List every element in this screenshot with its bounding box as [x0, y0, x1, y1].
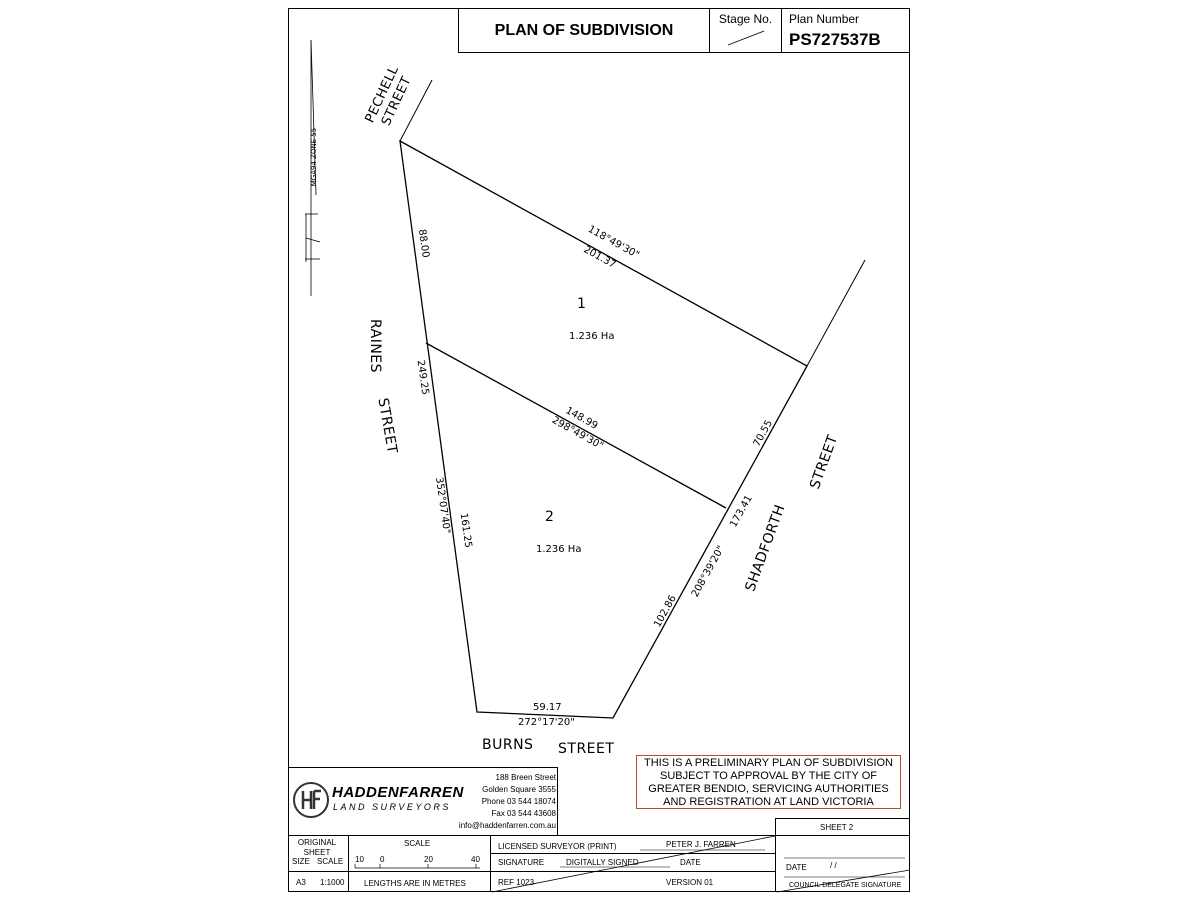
surveyor-name: PETER J. FARREN — [666, 840, 736, 849]
stage-box: Stage No. — [710, 9, 782, 53]
size-label: SIZE — [292, 857, 310, 866]
notice-line-2: SUBJECT TO APPROVAL BY THE CITY OF — [659, 770, 877, 782]
lot-1-number: 1 — [577, 296, 586, 312]
firm-subtitle: LAND SURVEYORS — [333, 802, 451, 812]
date-label: DATE — [680, 858, 701, 867]
stage-slash-icon — [727, 30, 764, 46]
tb-line-sig-bottom — [490, 871, 775, 872]
street-raines-1: RAINES — [367, 318, 384, 374]
plan-title: PLAN OF SUBDIVISION — [458, 9, 710, 53]
tb-line-sig-top — [490, 853, 775, 854]
scale-tick-20: 20 — [424, 855, 433, 864]
tb-line-sheet-top — [775, 818, 910, 819]
lot-division-line — [425, 342, 727, 509]
version-number: VERSION 01 — [666, 878, 714, 887]
firm-phone: Phone 03 544 18074 — [481, 797, 556, 806]
sheet-number: SHEET 2 — [820, 823, 854, 832]
firm-email[interactable]: info@haddenfarren.com.au — [458, 821, 556, 830]
signature-value: DIGITALLY SIGNED — [566, 858, 639, 867]
notice-line-3: GREATER BENDIO, SERVICING AUTHORITIES — [648, 783, 889, 795]
firm-logo-icon — [293, 782, 329, 818]
firm-name: HADDENFARREN — [332, 784, 464, 801]
scale-label: SCALE — [317, 857, 344, 866]
street-burns-1: BURNS — [482, 737, 534, 753]
notice-line-1: THIS IS A PRELIMINARY PLAN OF SUBDIVISIO… — [644, 757, 893, 769]
lot-1-area: 1.236 Ha — [569, 331, 615, 342]
signature-label: SIGNATURE — [498, 858, 545, 867]
grid-zone-label: MGA94 ZONE 55 — [310, 127, 319, 187]
scale-value: 1:1000 — [320, 878, 345, 887]
tb-line-top — [288, 835, 910, 836]
scale-tick-0: 0 — [380, 855, 385, 864]
tb-line-sheet-left — [775, 818, 776, 892]
firm-address-1: 188 Breen Street — [495, 773, 556, 782]
tb-line-v2 — [490, 835, 491, 892]
scale-tick-10: 10 — [355, 855, 364, 864]
surveyor-label: LICENSED SURVEYOR (PRINT) — [498, 842, 617, 851]
stage-label: Stage No. — [718, 12, 773, 26]
plan-number-label: Plan Number — [789, 12, 860, 26]
scale-tick-40: 40 — [471, 855, 480, 864]
plan-number-box: Plan Number PS727537B — [782, 9, 909, 53]
dim-south-length: 59.17 — [533, 702, 562, 713]
shadforth-street-edge — [806, 259, 866, 367]
firm-address-2: Golden Square 3555 — [482, 785, 556, 794]
original-sheet-label: ORIGINAL SHEET — [297, 838, 337, 857]
north-arrow-icon — [305, 39, 321, 296]
notice-line-4: AND REGISTRATION AT LAND VICTORIA — [663, 796, 874, 808]
council-date-blank: / / — [830, 861, 837, 870]
ref-number: REF 1023 — [498, 878, 535, 887]
firm-fax: Fax 03 544 43608 — [491, 809, 557, 818]
council-date-label: DATE — [786, 863, 807, 872]
size-value: A3 — [296, 878, 306, 887]
tb-line-h1 — [288, 871, 490, 872]
lot-2-area: 1.236 Ha — [536, 544, 582, 555]
dim-south-bearing: 272°17'20" — [518, 717, 575, 728]
scale-header: SCALE — [404, 839, 431, 848]
tb-line-sheet-mid — [775, 835, 910, 836]
street-burns-2: STREET — [558, 741, 615, 757]
firm-block — [288, 767, 558, 835]
council-signature-label: COUNCIL DELEGATE SIGNATURE — [789, 882, 902, 889]
tb-line-v1 — [348, 835, 349, 892]
plan-number: PS727537B — [789, 30, 881, 49]
firm-address: 188 Breen Street Golden Square 3555 Phon… — [440, 772, 556, 832]
lengths-note: LENGTHS ARE IN METRES — [364, 879, 466, 888]
lot-2-number: 2 — [545, 509, 554, 525]
pechell-street-edge — [399, 79, 433, 142]
parcel-boundary — [399, 139, 808, 719]
preliminary-notice: THIS IS A PRELIMINARY PLAN OF SUBDIVISIO… — [636, 755, 901, 809]
